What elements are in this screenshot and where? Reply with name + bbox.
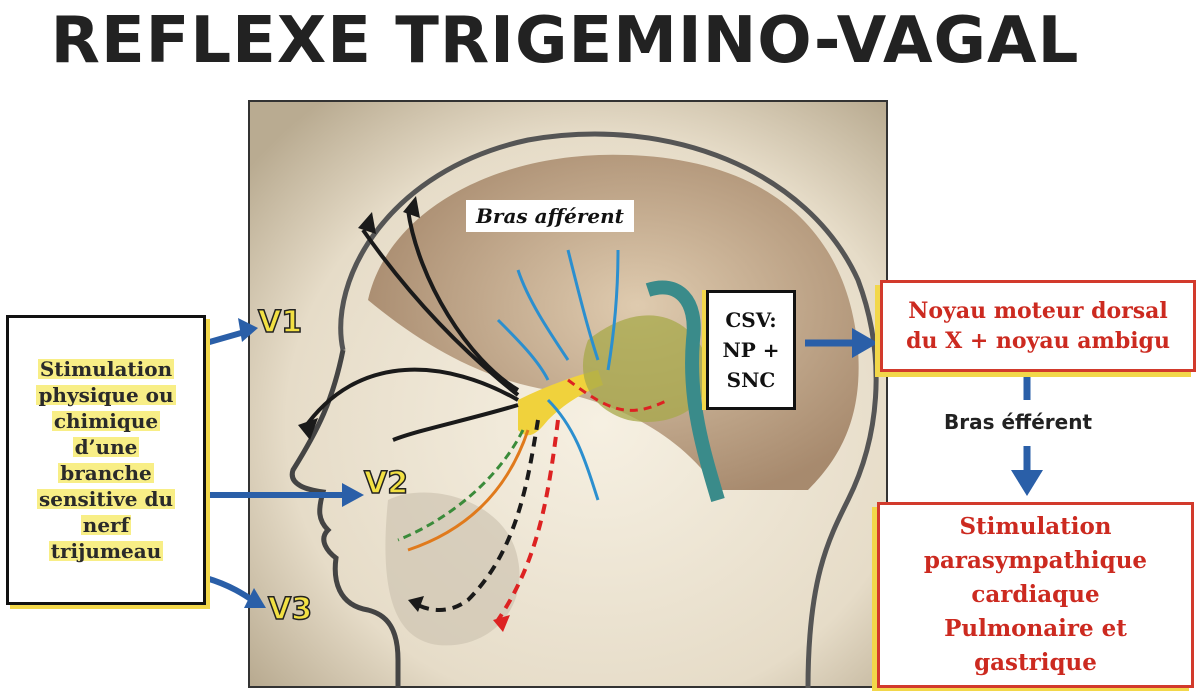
csv-line: SNC [727,368,776,392]
v3-label: V3 [268,592,312,627]
noyau-line: Noyau moteur dorsal [908,298,1167,324]
result-line: Stimulation [959,513,1111,540]
result-line: Pulmonaire et [944,615,1127,642]
v1-label: V1 [258,305,302,340]
csv-line: NP + [722,338,779,362]
noyau-line: du X + noyau ambigu [906,328,1170,354]
efferent-label: Bras éfférent [944,410,1092,434]
noyau-box: Noyau moteur dorsal du X + noyau ambigu [880,280,1196,372]
stimulus-line: sensitive du [37,487,175,511]
result-line: gastrique [974,649,1097,676]
stimulus-line: branche [58,461,153,485]
result-box: Stimulation parasympathique cardiaque Pu… [877,502,1194,688]
stimulus-line: Stimulation [38,357,174,381]
result-line: parasympathique [924,547,1147,574]
stimulus-box: Stimulation physique ou chimique d’une b… [6,315,206,605]
v2-label: V2 [364,466,408,501]
stimulus-line: d’une [73,435,140,459]
stimulus-line: nerf [81,513,131,537]
csv-line: CSV: [725,308,776,332]
afferent-label: Bras afférent [466,200,634,232]
stimulus-line: physique ou [36,383,175,407]
stimulus-line: trijumeau [49,539,164,563]
csv-box: CSV: NP + SNC [706,290,796,410]
result-line: cardiaque [971,581,1099,608]
stimulus-line: chimique [52,409,160,433]
